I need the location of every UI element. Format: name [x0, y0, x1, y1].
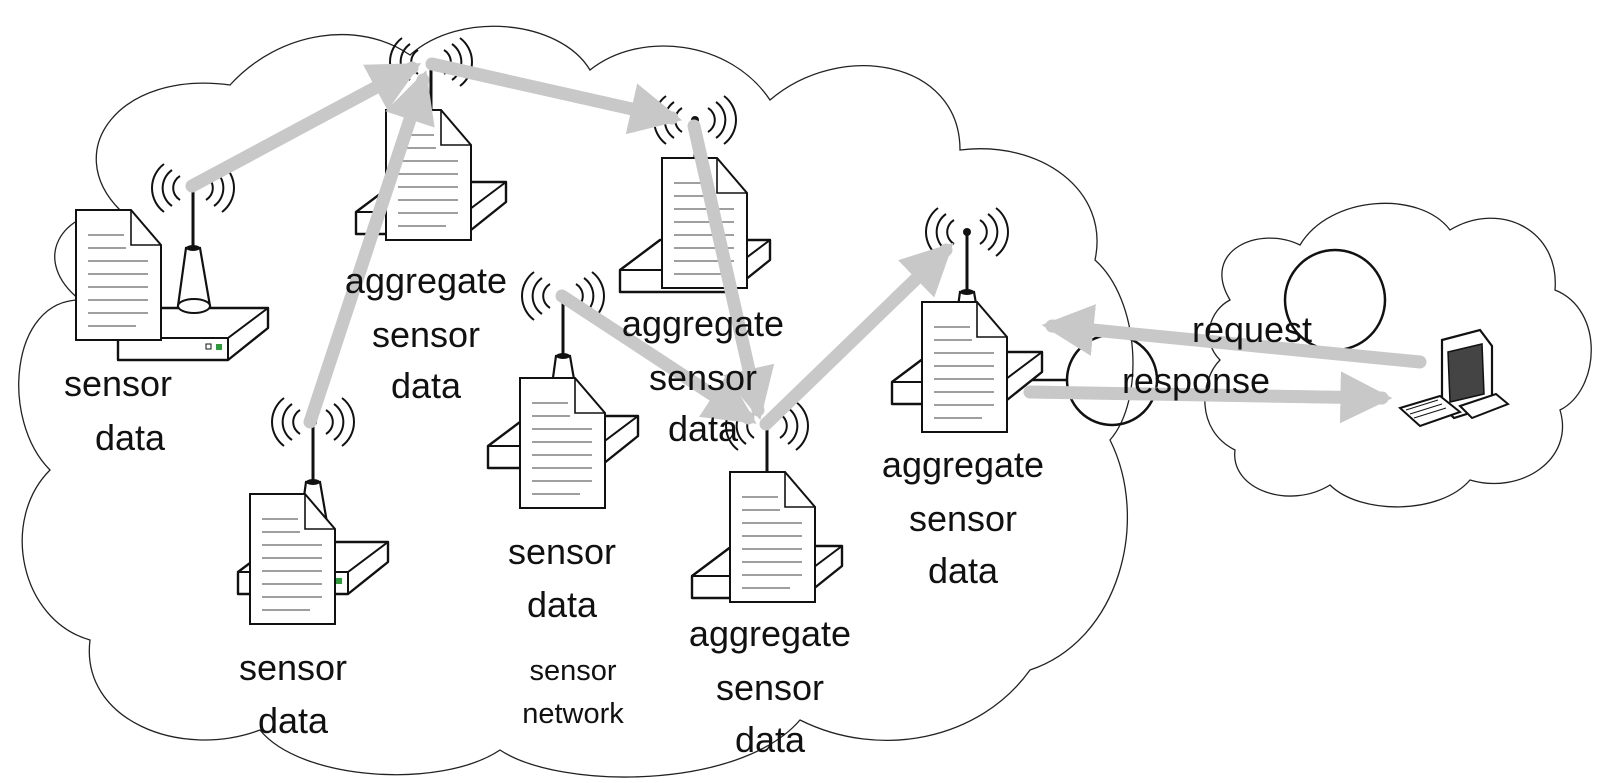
label-line: sensor — [372, 314, 480, 355]
document-icon — [729, 471, 816, 603]
edge-n6-n7 — [759, 242, 954, 431]
request-arrow — [1041, 304, 1427, 369]
desktop-computer-icon — [1398, 328, 1510, 428]
document-icon — [921, 301, 1008, 433]
label-line: sensor — [239, 647, 347, 688]
label-line: data — [95, 417, 166, 458]
edge-n3-n2 — [303, 70, 435, 429]
label-line: data — [391, 365, 462, 406]
label-line: aggregate — [689, 613, 851, 654]
edge-n4-n6 — [687, 119, 775, 421]
edge-n1-n2 — [185, 61, 422, 193]
label-line: data — [668, 408, 739, 449]
node-label-n7: aggregate sensor data — [882, 444, 1044, 591]
label-line: data — [258, 700, 329, 741]
network-label: sensor network — [522, 655, 624, 730]
node-label-n1: sensor data — [64, 363, 172, 458]
node-label-n6: aggregate sensor data — [689, 613, 851, 760]
node-label-n5: sensor data — [508, 531, 616, 625]
edge-n5-n6 — [555, 289, 757, 425]
response-label: response — [1122, 360, 1270, 401]
node-label-n4: aggregate sensor data — [622, 303, 784, 449]
document-icon — [75, 209, 162, 341]
label-line: sensor — [529, 655, 616, 687]
label-line: sensor — [716, 667, 824, 708]
label-line: data — [928, 550, 999, 591]
label-line: data — [735, 719, 806, 760]
label-line: sensor — [508, 531, 616, 572]
label-line: sensor — [909, 498, 1017, 539]
request-label: request — [1192, 309, 1312, 350]
label-line: aggregate — [882, 444, 1044, 485]
label-line: sensor — [64, 363, 172, 404]
label-line: sensor — [649, 357, 757, 398]
edge-n2-n4 — [425, 57, 683, 135]
document-icon — [249, 493, 336, 625]
node-label-n2: aggregate sensor data — [345, 260, 507, 406]
label-line: aggregate — [345, 260, 507, 301]
response-arrow — [1023, 371, 1393, 424]
edge-layer — [185, 57, 954, 431]
document-icon — [385, 109, 472, 241]
label-line: aggregate — [622, 303, 784, 344]
label-line: data — [527, 584, 598, 625]
document-icon — [519, 377, 606, 509]
node-label-n3: sensor data — [239, 647, 347, 741]
label-line: network — [522, 698, 624, 730]
